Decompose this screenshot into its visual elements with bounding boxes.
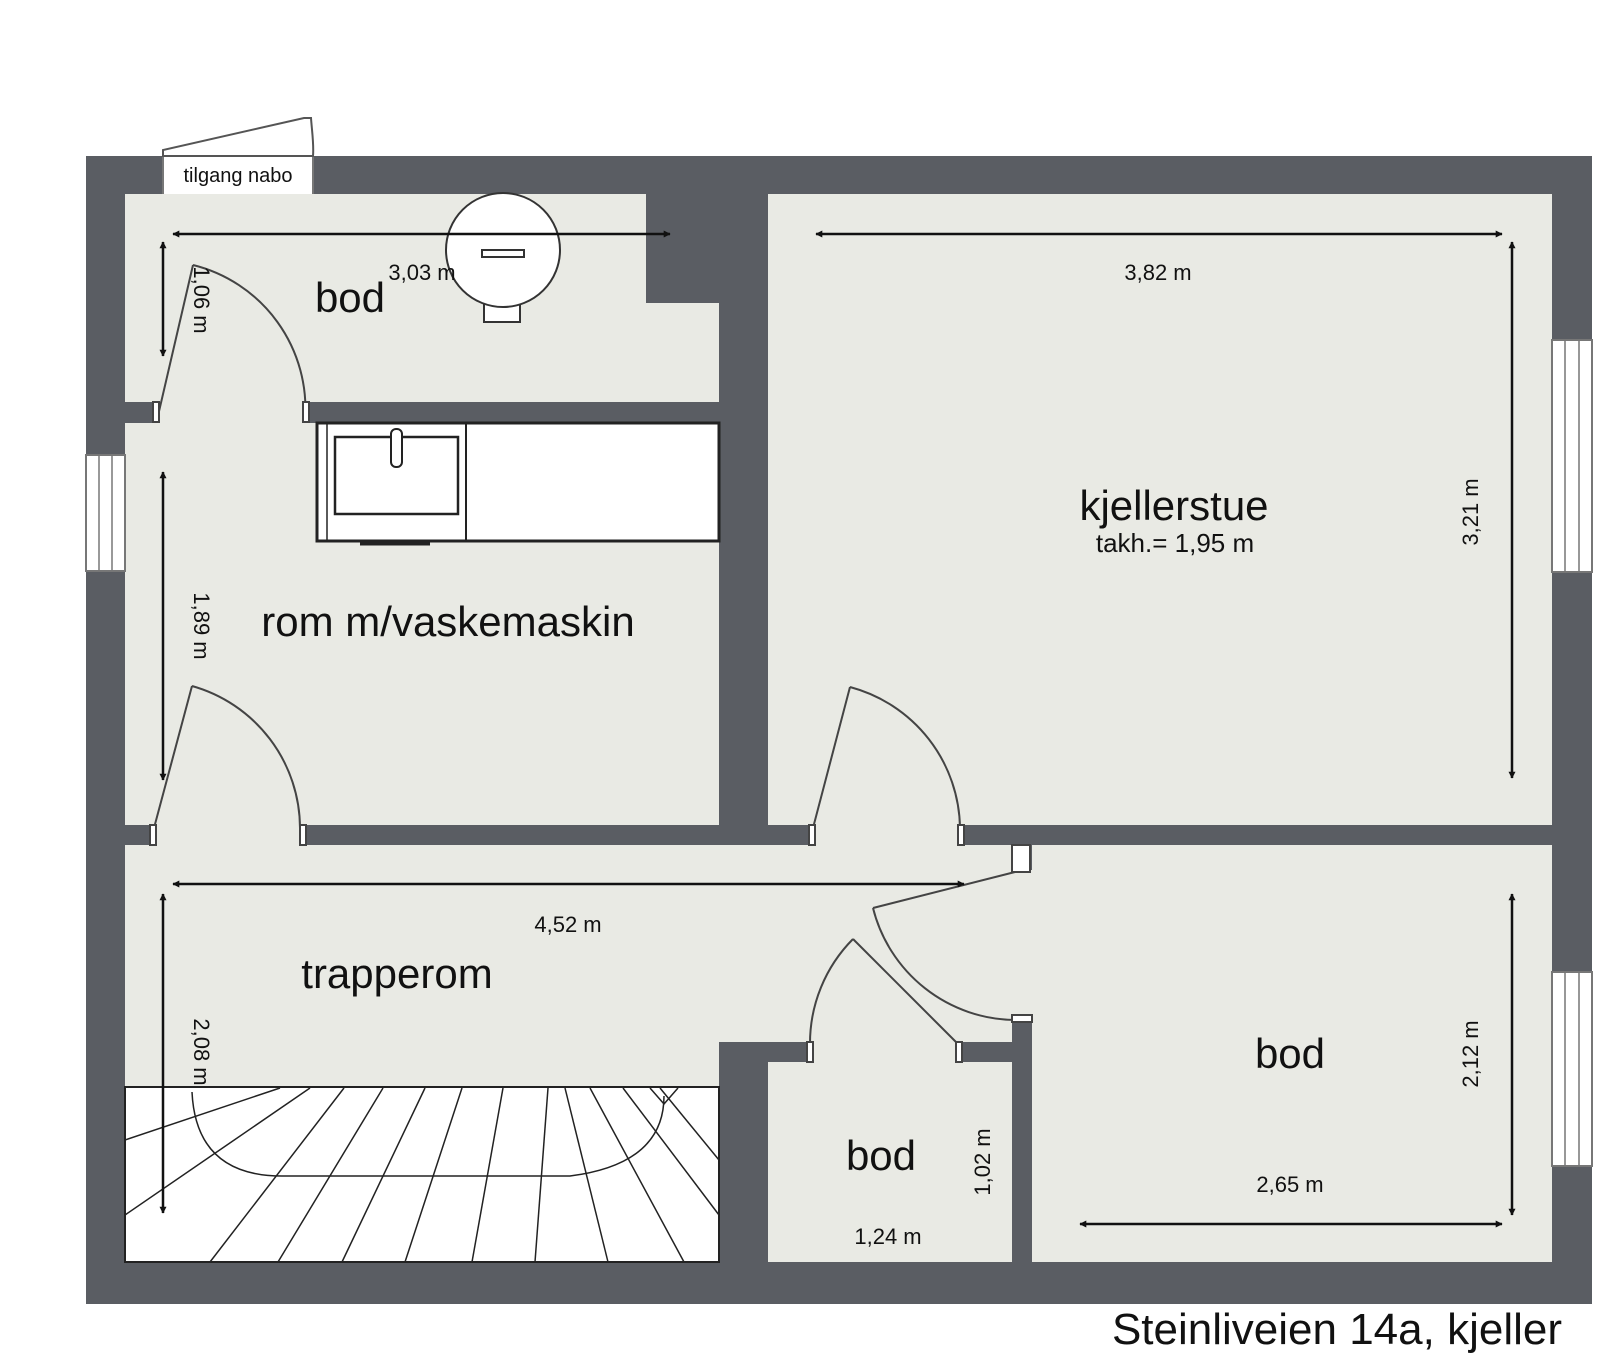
door-swing-kjellerstue — [808, 686, 965, 846]
door-opening-kjellerstue — [812, 825, 960, 845]
room-label-vaskerom: rom m/vaskemaskin — [261, 598, 634, 645]
water-heater-icon — [445, 192, 561, 323]
window-right-upper — [1551, 339, 1593, 573]
dim-label-bod-right-width: 2,65 m — [1256, 1172, 1323, 1197]
ceiling-height-label: takh.= 1,95 m — [1096, 528, 1254, 558]
access-label: tilgang nabo — [184, 165, 293, 187]
plan-caption: Steinliveien 14a, kjeller — [1111, 1305, 1562, 1354]
door-swing-vaskerom — [149, 685, 307, 846]
dim-label-bod-small-width: 1,24 m — [854, 1224, 921, 1249]
door-leaf-tilgang — [162, 117, 315, 157]
floor-bod-top — [125, 194, 719, 402]
dim-label-kjellerstue-depth: 3,21 m — [1458, 478, 1483, 545]
dim-label-kjellerstue-width: 3,82 m — [1124, 260, 1191, 285]
floor-bod-right — [1032, 845, 1552, 1262]
room-label-bod-small: bod — [846, 1132, 916, 1179]
sink-counter — [315, 421, 721, 546]
room-label-bod-right: bod — [1255, 1030, 1325, 1077]
window-left — [85, 454, 126, 572]
dim-label-trapperom-depth: 2,08 m — [189, 1018, 214, 1085]
room-label-kjellerstue: kjellerstue — [1079, 482, 1268, 529]
room-label-bod-top: bod — [315, 274, 385, 321]
floor-kjellerstue — [768, 194, 1552, 825]
floor-bod-small — [768, 1062, 1012, 1262]
door-opening-bod-right — [1012, 870, 1032, 1020]
door-swing-bod-right — [872, 844, 1033, 1023]
door-opening-vaskerom — [152, 825, 302, 845]
dimension-lines — [159, 230, 1516, 1228]
door-swing-bod-top — [152, 264, 310, 423]
staircase — [124, 1086, 720, 1263]
dim-label-bod-right-depth: 2,12 m — [1458, 1020, 1483, 1087]
dim-label-bod-small-depth: 1,02 m — [970, 1128, 995, 1195]
room-label-trapperom: trapperom — [301, 950, 492, 997]
door-swing-bod-small — [806, 938, 963, 1063]
dim-label-trapperom-width: 4,52 m — [534, 912, 601, 937]
door-opening-bod-small — [810, 1042, 960, 1062]
door-opening-tilgang — [163, 156, 313, 194]
dim-label-bod-top-width: 3,03 m — [388, 260, 455, 285]
window-right-lower — [1551, 971, 1593, 1167]
door-opening-bod-top — [157, 402, 305, 423]
dim-label-bod-top-depth: 1,06 m — [189, 266, 214, 333]
dim-label-vaskerom-depth: 1,89 m — [189, 592, 214, 659]
